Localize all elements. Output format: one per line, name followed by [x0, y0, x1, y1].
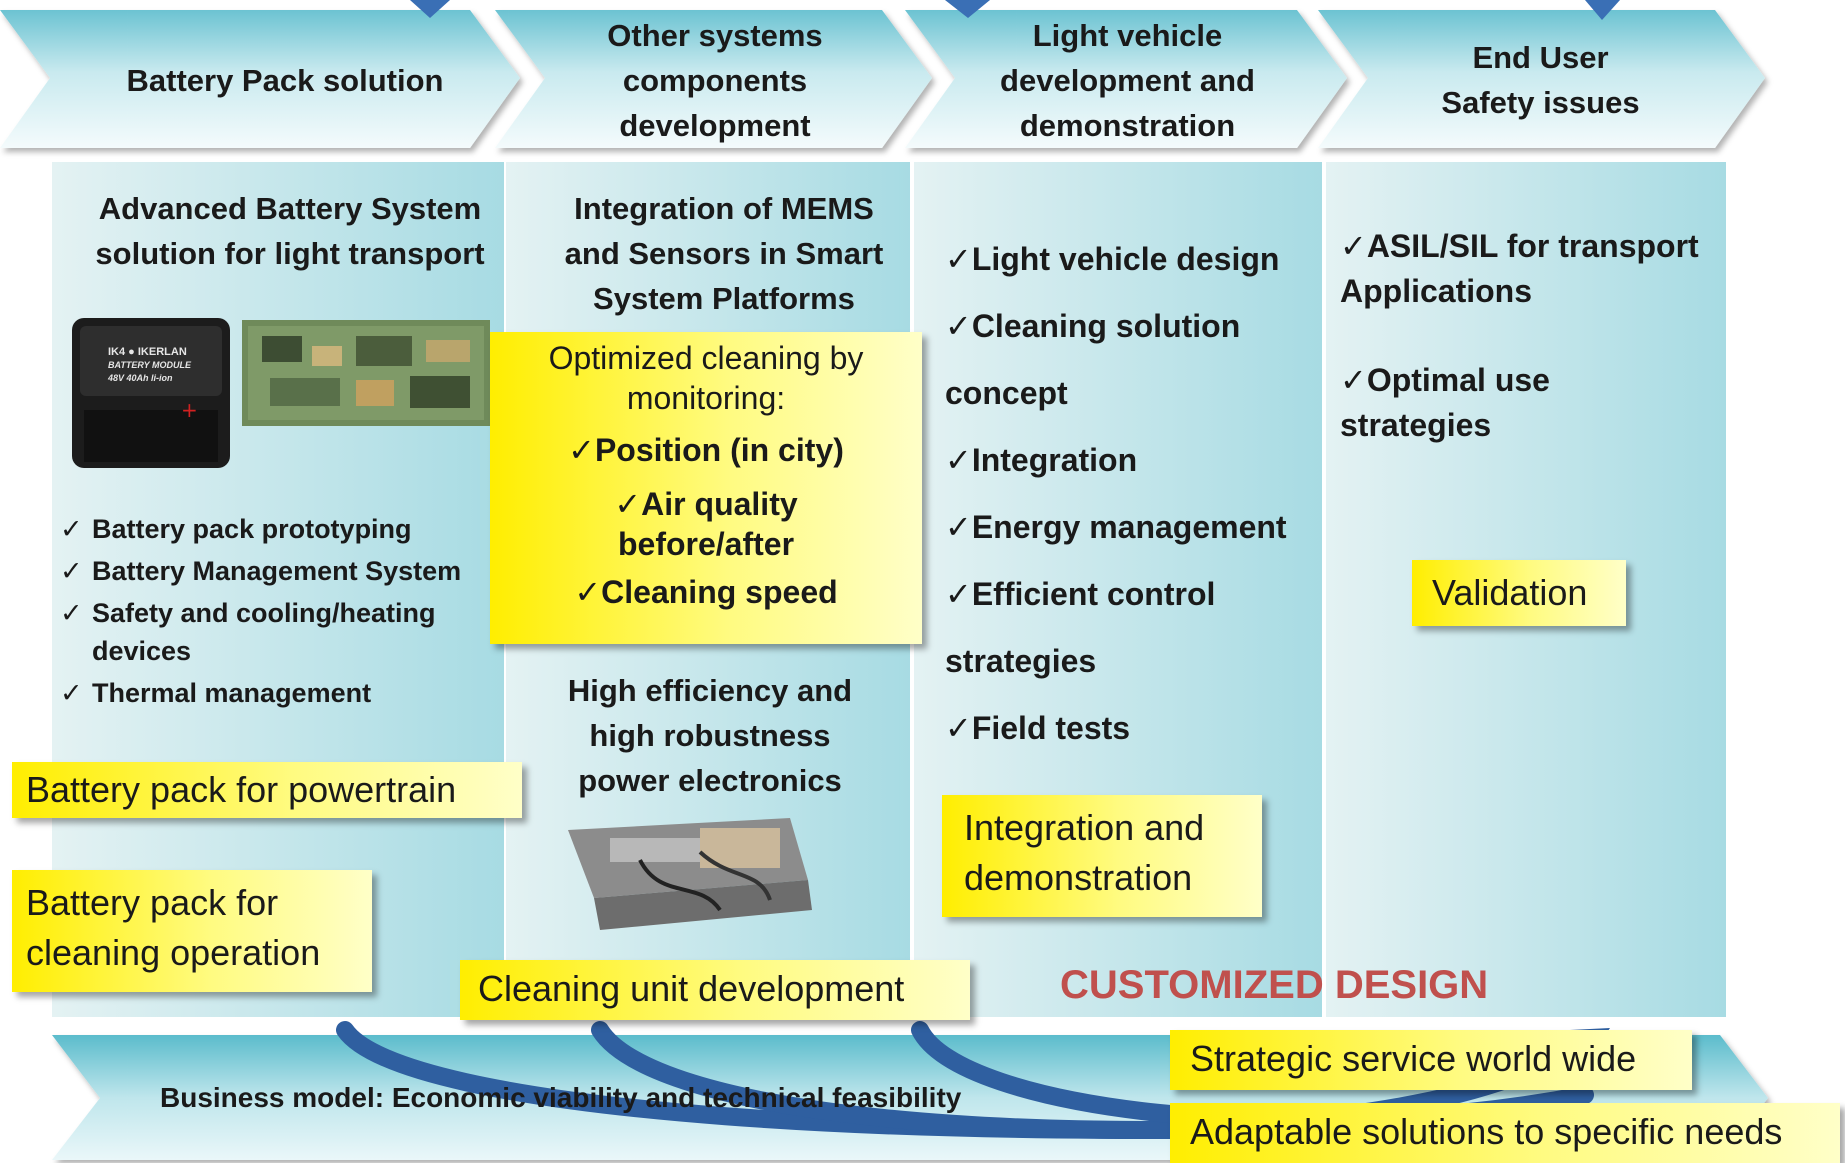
header-other-systems: Other systems components development	[607, 17, 823, 143]
col1-check-item: ✓Safety and cooling/heating devices	[60, 594, 500, 670]
label-battery-cleaning: Battery pack for cleaning operation	[12, 870, 372, 992]
col1-check-item: ✓Thermal management	[60, 674, 500, 712]
check-icon: ✓	[60, 556, 83, 586]
battery-module-label: IK4 ● IKERLAN BATTERY MODULE 48V 40Ah li…	[108, 346, 191, 385]
header-chevron-2	[495, 10, 932, 148]
battery-module-line1: BATTERY MODULE	[108, 360, 192, 370]
col4-check-item: ✓ ASIL/SIL for transport Applications	[1340, 224, 1720, 314]
check-icon: ✓	[60, 598, 83, 628]
monitoring-item: ✓Air quality before/after	[614, 486, 798, 562]
check-icon: ✓	[574, 574, 602, 610]
col4-checklist: ✓ ASIL/SIL for transport Applications ✓ …	[1340, 224, 1720, 448]
col3-check-item: ✓ Efficient control strategies	[945, 561, 1325, 695]
top-arrow-tip-2	[945, 0, 990, 18]
battery-module-image: +	[72, 318, 230, 468]
check-icon: ✓	[945, 509, 972, 545]
top-arrow-tip-3	[1585, 0, 1620, 20]
header-light-vehicle: Light vehicle development and demonstrat…	[1000, 17, 1255, 143]
col3-check-item: ✓ Energy management	[945, 494, 1325, 561]
col3-check-item: ✓ Light vehicle design	[945, 226, 1325, 293]
label-adaptable-solutions: Adaptable solutions to specific needs	[1170, 1103, 1840, 1163]
col3-check-item: ✓ Field tests	[945, 695, 1325, 762]
col1-check-item: ✓Battery pack prototyping	[60, 510, 500, 548]
col1-checklist: ✓Battery pack prototyping ✓Battery Manag…	[60, 510, 500, 712]
check-icon: ✓	[945, 576, 972, 612]
col3-checklist: ✓ Light vehicle design ✓ Cleaning soluti…	[945, 226, 1325, 762]
col3-check-item: ✓Integration	[945, 427, 1325, 494]
monitoring-intro: Optimized cleaning by monitoring:	[548, 340, 864, 416]
customized-design-label: CUSTOMIZED DESIGN	[1060, 963, 1489, 1007]
header-chevron-4	[1318, 10, 1765, 148]
check-icon: ✓	[945, 710, 972, 746]
header-chevron-3	[905, 10, 1347, 148]
electronics-board-image	[242, 320, 490, 426]
bottom-business-model: Business model: Economic viability and t…	[160, 1082, 962, 1113]
svg-text:+: +	[181, 398, 198, 422]
col4-check-item: ✓ Optimal use strategies	[1340, 358, 1720, 448]
power-electronics-image	[568, 818, 812, 930]
monitoring-item: ✓Cleaning speed	[574, 574, 838, 610]
label-strategic-service: Strategic service world wide	[1170, 1030, 1692, 1090]
power-electronics-title: High efficiency and high robustness powe…	[567, 673, 853, 798]
header-battery-pack: Battery Pack solution	[126, 62, 444, 98]
header-end-user: End User Safety issues	[1441, 40, 1640, 120]
check-icon: ✓	[60, 678, 83, 708]
col1-check-item: ✓Battery Management System	[60, 552, 500, 590]
battery-module-brand: IK4 ● IKERLAN	[108, 346, 187, 358]
check-icon: ✓	[945, 241, 972, 277]
label-integration-demonstration: Integration and demonstration	[942, 795, 1262, 917]
check-icon: ✓	[60, 514, 83, 544]
col3-check-item: ✓ Cleaning solution concept	[945, 293, 1325, 427]
col2-title: Integration of MEMS and Sensors in Smart…	[564, 191, 884, 316]
col1-title: Advanced Battery System solution for lig…	[95, 191, 485, 271]
header-chevron-1	[0, 10, 520, 148]
check-icon: ✓	[1340, 228, 1367, 264]
monitoring-box: Optimized cleaning by monitoring: ✓Posit…	[490, 332, 922, 644]
check-icon: ✓	[945, 442, 972, 478]
label-validation: Validation	[1412, 560, 1626, 626]
top-arrow-tip-1	[410, 0, 450, 18]
battery-module-line2: 48V 40Ah li-ion	[108, 373, 173, 383]
label-battery-powertrain: Battery pack for powertrain	[12, 762, 522, 818]
check-icon: ✓	[1340, 362, 1367, 398]
label-cleaning-unit: Cleaning unit development	[460, 960, 970, 1020]
check-icon: ✓	[945, 308, 972, 344]
check-icon: ✓	[614, 486, 642, 522]
monitoring-item: ✓Position (in city)	[568, 432, 844, 468]
check-icon: ✓	[568, 432, 595, 468]
